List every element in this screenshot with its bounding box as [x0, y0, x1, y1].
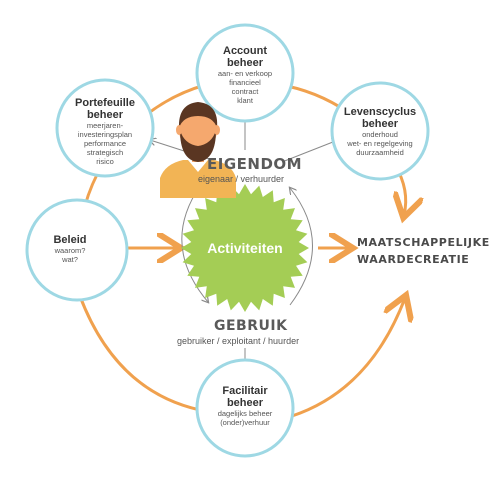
circle-portefeuille [55, 78, 155, 178]
node-levenscyclus-title-2: beheer [361, 118, 399, 130]
node-portefeuille-line-4: strategisch [86, 148, 124, 157]
arrow-cycle-right [290, 188, 313, 306]
node-levenscyclus-line-1: onderhoud [362, 130, 398, 139]
node-facilitair-title-2: beheer [226, 397, 264, 409]
eigendom-sub-label: eigenaar / verhuurder [198, 174, 285, 184]
node-portefeuille-line-5: risico [96, 157, 114, 166]
node-portefeuille-title-1: Portefeuille [75, 97, 135, 109]
node-beleid-line-1: waarom? [54, 246, 86, 255]
node-facilitair: Facilitair beheer dagelijks beheer (onde… [200, 385, 290, 427]
node-account-line-1: aan- en verkoop [217, 69, 273, 78]
node-beleid-line-2: wat? [62, 255, 78, 264]
node-levenscyclus-title-1: Levenscyclus [343, 106, 417, 118]
node-account-title-1: Account [223, 45, 267, 57]
node-facilitair-title-1: Facilitair [222, 385, 268, 397]
node-account-line-2: financieel [229, 78, 261, 87]
gebruik-label: GEBRUIK [214, 318, 288, 334]
arrow-cycle-left [181, 185, 208, 302]
circle-levenscyclus [330, 81, 430, 181]
gebruik-sub-label: gebruiker / exploitant / huurder [177, 336, 300, 346]
activiteiten-label: Activiteiten [207, 240, 283, 256]
node-portefeuille-line-3: performance [83, 139, 127, 148]
outcome-label: MAATSCHAPPELIJKE WAARDECREATIE [357, 234, 490, 268]
node-portefeuille-line-1: meerjaren- [86, 121, 124, 130]
circle-account [195, 23, 295, 123]
node-account-title-2: beheer [226, 57, 264, 69]
outcome-line-2: WAARDECREATIE [357, 253, 470, 266]
node-beleid: Beleid waarom? wat? [30, 234, 110, 264]
node-beleid-title: Beleid [53, 234, 87, 246]
node-facilitair-line-2: (onder)verhuur [220, 418, 270, 427]
node-portefeuille: Portefeuille beheer meerjaren- investeri… [60, 97, 150, 166]
circle-facilitair [195, 358, 295, 458]
eigendom-label: EIGENDOM [207, 155, 303, 173]
outcome-line-1: MAATSCHAPPELIJKE [357, 236, 490, 249]
node-account-line-4: klant [237, 96, 253, 105]
orange-cycle-lower-left [73, 281, 201, 412]
node-levenscyclus: Levenscyclus beheer onderhoud wet- en re… [335, 106, 425, 157]
node-levenscyclus-line-3: duurzaamheid [356, 148, 404, 157]
node-account-line-3: contract [231, 87, 259, 96]
activiteiten-starburst [181, 184, 309, 312]
node-levenscyclus-line-2: wet- en regelgeving [347, 139, 413, 148]
circle-beleid [25, 198, 129, 302]
node-portefeuille-title-2: beheer [86, 109, 124, 121]
person-avatar-icon [160, 102, 236, 198]
node-facilitair-line-1: dagelijks beheer [217, 409, 273, 418]
node-portefeuille-line-2: investeringsplan [77, 130, 133, 139]
node-account: Account beheer aan- en verkoop financiee… [200, 45, 290, 105]
orange-cycle-lower-right-arrow [291, 298, 405, 418]
arrow-eigendom-to-levenscyclus [281, 140, 338, 163]
